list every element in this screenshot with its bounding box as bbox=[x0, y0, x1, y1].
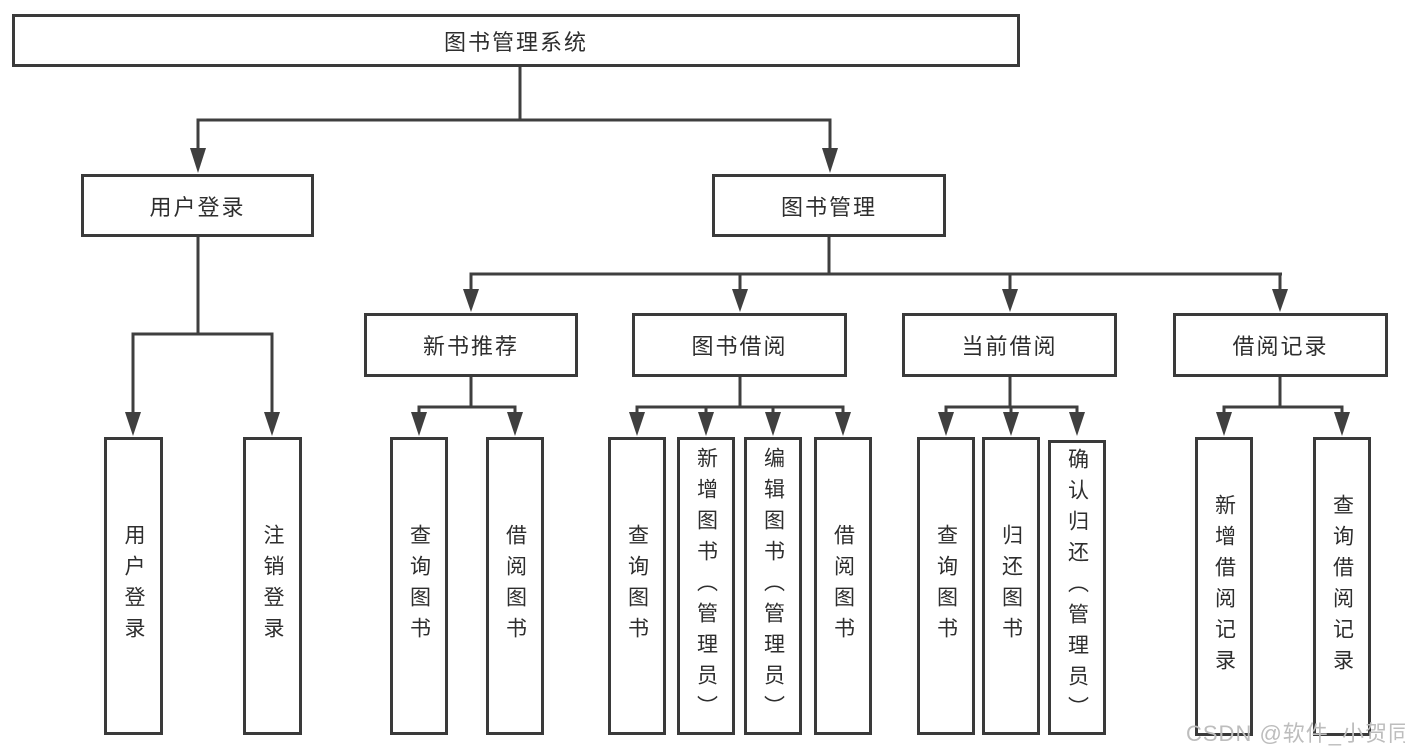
leaf-label: 注销登录 bbox=[261, 524, 284, 648]
leaf-label: 查询图书 bbox=[625, 524, 649, 648]
node-book-management: 图书管理 bbox=[712, 174, 946, 237]
leaf-confirm-return-admin: 确认归还（管理员） bbox=[1048, 440, 1106, 735]
leaf-label: 查询图书 bbox=[934, 524, 958, 648]
node-borrow-records: 借阅记录 bbox=[1173, 313, 1388, 377]
leaf-query-borrow-record: 查询借阅记录 bbox=[1313, 437, 1371, 736]
leaf-borrow-book: 借阅图书 bbox=[486, 437, 544, 735]
leaf-logout: 注销登录 bbox=[243, 437, 302, 735]
leaf-query-book: 查询图书 bbox=[917, 437, 975, 735]
leaf-label: 新增借阅记录 bbox=[1212, 493, 1236, 680]
node-user-login: 用户登录 bbox=[81, 174, 314, 237]
leaf-label: 归还图书 bbox=[999, 524, 1023, 648]
leaf-label: 借阅图书 bbox=[831, 524, 855, 648]
leaf-query-book: 查询图书 bbox=[608, 437, 666, 735]
leaf-label: 新增图书（管理员） bbox=[694, 446, 718, 726]
leaf-label: 查询借阅记录 bbox=[1330, 493, 1354, 680]
leaf-borrow-book: 借阅图书 bbox=[814, 437, 872, 735]
leaf-label: 查询图书 bbox=[407, 524, 431, 648]
leaf-add-borrow-record: 新增借阅记录 bbox=[1195, 437, 1253, 736]
node-book-borrow: 图书借阅 bbox=[632, 313, 847, 377]
leaf-label: 编辑图书（管理员） bbox=[761, 446, 785, 726]
leaf-label: 借阅图书 bbox=[503, 524, 527, 648]
node-root-system: 图书管理系统 bbox=[12, 14, 1020, 67]
leaf-label: 确认归还（管理员） bbox=[1065, 448, 1089, 727]
leaf-query-book: 查询图书 bbox=[390, 437, 448, 735]
csdn-watermark: CSDN @软件_小贺同学 bbox=[1186, 721, 1405, 746]
leaf-add-book-admin: 新增图书（管理员） bbox=[677, 437, 735, 735]
node-new-book-recommend: 新书推荐 bbox=[364, 313, 578, 377]
node-current-borrow: 当前借阅 bbox=[902, 313, 1117, 377]
leaf-user-login: 用户登录 bbox=[104, 437, 163, 735]
leaf-return-book: 归还图书 bbox=[982, 437, 1040, 735]
leaf-label: 用户登录 bbox=[122, 524, 145, 648]
leaf-edit-book-admin: 编辑图书（管理员） bbox=[744, 437, 802, 735]
